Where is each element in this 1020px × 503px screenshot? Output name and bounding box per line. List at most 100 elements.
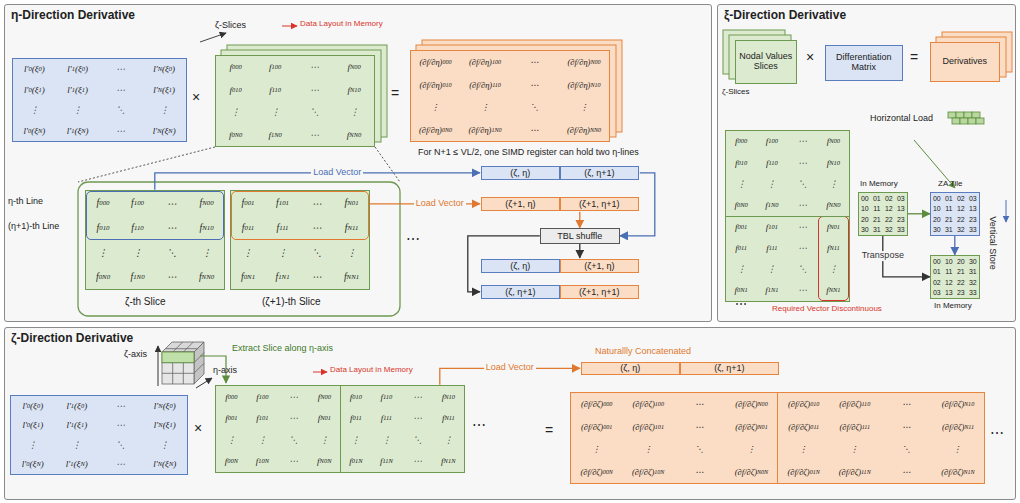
matrix-cell: 23	[967, 214, 979, 225]
connector	[954, 236, 955, 255]
matrix-cell: f110	[255, 78, 295, 101]
matrix-cell: fN00	[309, 386, 340, 408]
matrix-cell: f0N1	[231, 264, 266, 289]
text-label: Horizontal Load	[870, 114, 933, 124]
matrix-cell: ⋱	[674, 438, 726, 461]
matrix-cell: ⋯	[300, 215, 335, 240]
matrix-cell: ⋱	[99, 435, 143, 455]
matrix-cell: fN00	[189, 191, 224, 216]
matrix-cell: 02	[931, 277, 943, 288]
matrix-cell: 00	[859, 193, 871, 204]
matrix-cell: (ζ, η+1)	[680, 362, 779, 375]
matrix-cell: l'0(ξ1)	[11, 415, 55, 435]
matrix-cell: f000	[216, 386, 247, 408]
matrix-cell: f001	[726, 216, 757, 237]
matrix-cell: f010	[86, 215, 121, 240]
matrix-cell: f110	[757, 152, 788, 173]
matrix-cell: ⋮	[216, 101, 256, 124]
matrix-cell: ⋯	[787, 152, 818, 173]
text-label: In Memory	[934, 302, 972, 311]
matrix-cell: (ζ+1, η+1)	[560, 285, 639, 299]
text-label: ζ-Slices	[215, 21, 246, 31]
matrix-cell: f101	[247, 407, 278, 429]
matrix-cell: f1N1	[265, 264, 300, 289]
matrix-cell: fN01	[334, 191, 369, 216]
matrix-cell: ⋯	[787, 131, 818, 152]
process-box: TBL shuffle	[540, 228, 620, 244]
axis-arrow	[196, 378, 212, 388]
matrix-cell: f1N0	[120, 264, 155, 289]
matrix-box: (ζ, η)(ζ, η+1)	[580, 361, 780, 376]
matrix-cell: (∂f/∂ζ)N11	[932, 415, 984, 438]
layout-arrow	[313, 372, 327, 373]
matrix-cell: ⋮	[255, 101, 295, 124]
zoom-outline	[78, 182, 400, 316]
matrix-cell: ⋮	[265, 240, 300, 265]
matrix-box: (ζ, η)(ζ, η+1)	[480, 165, 640, 181]
text-label: =	[545, 423, 553, 438]
matrix-cell: 10	[859, 203, 871, 214]
text-label: ×	[806, 50, 814, 65]
box-label: TBL shuffle	[541, 229, 619, 243]
matrix-cell: 12	[955, 203, 967, 214]
matrix-cell: ⋮	[11, 435, 55, 455]
panel: ζ-Direction Derivativel'0(ξ0)l'1(ξ0)⋯l'N…	[4, 327, 1016, 500]
matrix-cell: fNN1	[334, 264, 369, 289]
matrix-cell: (ζ, η+1)	[560, 166, 639, 180]
matrix-box: f000f100⋯fN00f010f110⋯fN10f001f101⋯fN01f…	[215, 385, 465, 473]
matrix-cell: ⋱	[99, 100, 142, 121]
matrix-cell: f101	[757, 216, 788, 237]
matrix-cell: l'0(ξN)	[13, 120, 56, 141]
matrix-cell: fNN1	[818, 280, 849, 301]
matrix-cell: (∂f/∂ζ)111	[829, 415, 881, 438]
matrix-cell: l'1(ξN)	[55, 454, 99, 474]
matrix-cell: f111	[757, 237, 788, 258]
matrix-cell: 21	[871, 214, 883, 225]
matrix-cell: f0N0	[86, 264, 121, 289]
matrix-cell: 21	[943, 214, 955, 225]
matrix-cell: ⋯	[155, 215, 190, 240]
matrix-cell: ⋱	[787, 173, 818, 194]
matrix-cell: fNN0	[189, 264, 224, 289]
matrix-cell: ⋱	[510, 96, 560, 119]
box-label: Derivatives	[931, 43, 999, 81]
matrix-cell: 23	[955, 287, 967, 298]
matrix-cell: 22	[955, 214, 967, 225]
matrix-cell: 20	[859, 214, 871, 225]
store-arrow	[1006, 200, 1007, 222]
matrix-cell: ⋱	[300, 240, 335, 265]
text-label: (η+1)-th Line	[8, 222, 59, 232]
matrix-box: (ζ, η+1)(ζ+1, η+1)	[480, 284, 640, 300]
matrix-cell: f111	[371, 407, 402, 429]
matrix-cell: l'1(ξN)	[56, 120, 99, 141]
matrix-cell: fNN0	[818, 195, 849, 216]
edge-label: Transpose	[860, 251, 906, 261]
matrix-cell: 10	[943, 256, 955, 267]
matrix-cell: f00N	[216, 450, 247, 472]
matrix-cell: f111	[265, 215, 300, 240]
matrix-cell: f011	[340, 407, 371, 429]
matrix-cell: f011	[231, 215, 266, 240]
matrix-box: f001f101⋯fN01f011f111⋯fN11⋮⋮⋱⋮f0N1f1N1⋯f…	[230, 190, 370, 290]
matrix-cell: ⋮	[309, 429, 340, 451]
matrix-cell: ⋯	[99, 120, 142, 141]
matrix-cell: fN10	[433, 386, 464, 408]
matrix-cell: ⋮	[757, 173, 788, 194]
matrix-cell: (ζ+1, η)	[560, 259, 639, 273]
matrix-cell: ⋮	[56, 100, 99, 121]
matrix-cell: fN11	[433, 407, 464, 429]
matrix-cell: ⋯	[99, 454, 143, 474]
axis-arrow	[158, 346, 159, 386]
text-label: Data Layout in Memory	[330, 366, 413, 375]
matrix-cell: f001	[216, 407, 247, 429]
matrix-cell: (∂f/∂η)1N0	[460, 118, 510, 141]
matrix-cell: ⋮	[818, 173, 849, 194]
matrix-cell: ⋯	[674, 415, 726, 438]
matrix-cell: ⋮	[143, 100, 186, 121]
matrix-box: (∂f/∂ζ)000(∂f/∂ζ)100⋯(∂f/∂ζ)N00(∂f/∂ζ)01…	[570, 392, 985, 484]
matrix-cell: 03	[967, 193, 979, 204]
matrix-cell: ⋯	[99, 59, 142, 80]
cube	[162, 342, 204, 384]
matrix-cell: ⋯	[300, 264, 335, 289]
matrix-cell: ⋯	[881, 460, 933, 483]
